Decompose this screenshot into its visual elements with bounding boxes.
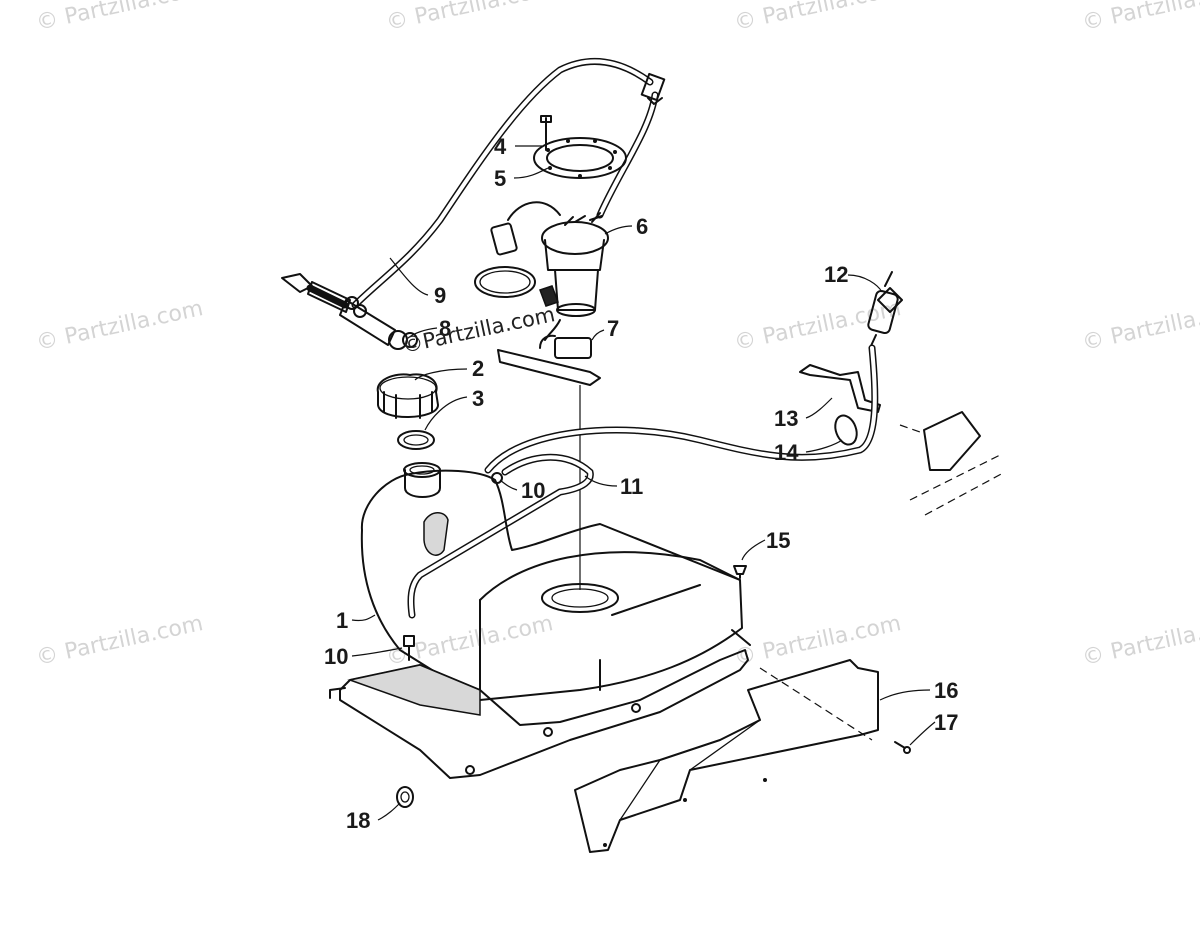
callout-17: 17 [934,710,958,735]
watermark: © Partzilla.com [1080,296,1200,356]
retaining-ring [533,115,627,179]
callout-labels: 4 5 6 9 8 7 2 3 10 11 12 13 14 15 1 10 1… [324,134,958,833]
screw [894,741,911,754]
fuel-tank [329,462,751,779]
o-ring [474,266,536,298]
callout-5: 5 [494,166,506,191]
callout-8: 8 [439,316,451,341]
watermark: © Partzilla.com [384,0,555,36]
callout-4: 4 [494,134,507,159]
watermark: © Partzilla.com [1080,611,1200,671]
callout-12: 12 [824,262,848,287]
push-rivet [733,565,747,579]
callout-18: 18 [346,808,370,833]
mounting-bracket [799,364,881,413]
callout-2: 2 [472,356,484,381]
cap-gasket [397,430,435,450]
callout-15: 15 [766,528,790,553]
watermark: © Partzilla.com [732,0,903,36]
hose-clamp [834,414,858,446]
callout-10-lower: 10 [324,644,348,669]
callout-13: 13 [774,406,798,431]
callout-14: 14 [774,440,799,465]
callout-16: 16 [934,678,958,703]
fuel-pump-assembly [490,201,609,341]
callout-6: 6 [636,214,648,239]
watermark-overlay: ©Partzilla.com [400,302,557,358]
watermark: © Partzilla.com [34,0,205,36]
watermark: © Partzilla.com [384,611,555,671]
fuel-pickup [497,334,601,590]
callout-10-upper: 10 [521,478,545,503]
watermark: © Partzilla.com [1080,0,1200,36]
callout-3: 3 [472,386,484,411]
heat-shield [574,659,879,853]
callout-7: 7 [607,316,619,341]
watermark: © Partzilla.com [34,296,205,356]
fuel-filter [867,271,903,349]
callout-11: 11 [620,474,643,499]
fuel-hose-with-fittings [281,273,418,350]
o-ring-inner [479,270,531,294]
callout-1: 1 [336,608,348,633]
drain-grommet [396,786,414,808]
vent-fitting [403,635,415,661]
vent-hose [351,57,666,309]
leader-lines [351,145,936,821]
filler-cap [376,373,439,419]
watermark: © Partzilla.com [732,611,903,671]
watermark: © Partzilla.com [732,296,903,356]
fuel-line [407,344,879,619]
watermark: © Partzilla.com [34,611,205,671]
callout-9: 9 [434,283,446,308]
frame-section [899,411,1006,516]
